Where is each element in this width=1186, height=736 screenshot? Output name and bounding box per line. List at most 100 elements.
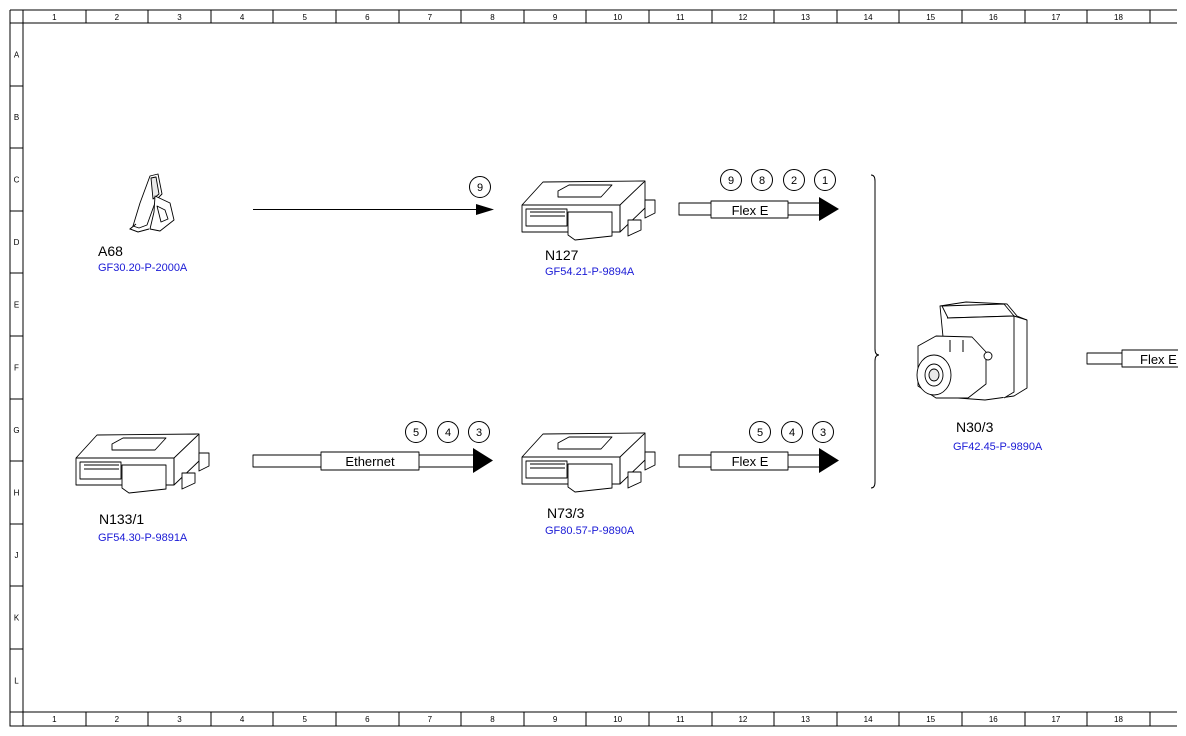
column-label: 16 — [989, 13, 998, 22]
row-label: E — [14, 301, 19, 310]
column-label: 5 — [302, 13, 307, 22]
component-name: A68 — [98, 243, 123, 259]
connection-n73-flexe-bus[interactable]: Flex E 5 4 3 — [678, 421, 839, 474]
component-reference-link[interactable]: GF54.21-P-9894A — [545, 266, 635, 278]
accelerator-pedal-icon — [129, 173, 175, 233]
svg-text:9: 9 — [477, 182, 483, 194]
column-label: 1 — [52, 13, 57, 22]
row-label: C — [14, 176, 20, 185]
row-tick-marks — [10, 22, 23, 713]
connection-n127-flexe-bus[interactable]: Flex E 9 8 2 1 — [678, 169, 839, 222]
column-label: 14 — [864, 13, 873, 22]
component-a68[interactable]: A68 GF30.20-P-2000A — [98, 173, 188, 274]
row-label: K — [14, 614, 20, 623]
column-label: 7 — [428, 13, 433, 22]
esp-control-unit-icon — [916, 301, 1028, 401]
column-label: 15 — [926, 13, 935, 22]
column-label: 3 — [177, 715, 182, 724]
connection-a68-to-n127[interactable]: 9 — [253, 176, 494, 216]
signal-badge: 3 — [468, 421, 490, 443]
column-label: 12 — [738, 715, 747, 724]
svg-text:1: 1 — [822, 175, 828, 187]
column-label: 17 — [1051, 715, 1060, 724]
column-label: 6 — [365, 13, 370, 22]
column-label: 17 — [1051, 13, 1060, 22]
bus-label: Flex E — [732, 203, 769, 218]
row-label: F — [14, 363, 19, 372]
svg-text:2: 2 — [791, 175, 797, 187]
signal-badge: 8 — [751, 169, 773, 191]
sheet-edge-mask — [1178, 0, 1186, 736]
connection-n30-flexe-bus[interactable]: Flex E — [1086, 349, 1183, 368]
component-n133-1[interactable]: N133/1 GF54.30-P-9891A — [75, 433, 210, 544]
column-label: 13 — [801, 715, 810, 724]
column-label: 15 — [926, 715, 935, 724]
column-label: 9 — [553, 13, 558, 22]
arrow-head-icon — [819, 197, 839, 221]
column-label: 5 — [302, 715, 307, 724]
column-label: 2 — [115, 715, 120, 724]
svg-text:3: 3 — [476, 427, 482, 439]
column-label: 16 — [989, 715, 998, 724]
component-name: N73/3 — [547, 505, 585, 521]
column-label: 14 — [864, 715, 873, 724]
column-label: 2 — [115, 13, 120, 22]
svg-text:5: 5 — [757, 427, 763, 439]
column-label: 3 — [177, 13, 182, 22]
column-label: 4 — [240, 13, 245, 22]
row-label: D — [14, 238, 20, 247]
row-label: L — [14, 676, 19, 685]
row-label: G — [13, 426, 19, 435]
component-n127[interactable]: N127 GF54.21-P-9894A — [521, 180, 656, 278]
row-label: J — [15, 551, 19, 560]
component-reference-link[interactable]: GF30.20-P-2000A — [98, 262, 188, 274]
signal-badge: 1 — [814, 169, 836, 191]
column-tick-marks — [22, 10, 1151, 726]
component-n30-3[interactable]: N30/3 GF42.45-P-9890A — [916, 301, 1043, 453]
svg-text:4: 4 — [445, 427, 451, 439]
signal-badge: 9 — [469, 176, 491, 198]
column-label: 4 — [240, 715, 245, 724]
svg-text:9: 9 — [728, 175, 734, 187]
component-reference-link[interactable]: GF42.45-P-9890A — [953, 441, 1043, 453]
signal-badge: 9 — [720, 169, 742, 191]
component-name: N127 — [545, 247, 579, 263]
column-label: 18 — [1114, 715, 1123, 724]
row-label: A — [14, 50, 20, 59]
signal-badge: 3 — [812, 421, 834, 443]
bus-label-box — [710, 200, 789, 219]
signal-badge: 4 — [437, 421, 459, 443]
row-label: H — [14, 489, 20, 498]
arrow-head-icon — [476, 204, 494, 215]
svg-text:3: 3 — [820, 427, 826, 439]
svg-text:8: 8 — [759, 175, 765, 187]
bus-label: Flex E — [732, 454, 769, 469]
column-label: 13 — [801, 13, 810, 22]
signal-badge: 2 — [783, 169, 805, 191]
column-label: 1 — [52, 715, 57, 724]
component-name: N30/3 — [956, 419, 994, 435]
column-label: 10 — [613, 715, 622, 724]
column-label: 7 — [428, 715, 433, 724]
column-label: 18 — [1114, 13, 1123, 22]
component-reference-link[interactable]: GF80.57-P-9890A — [545, 525, 635, 537]
control-unit-icon — [75, 433, 210, 494]
bus-label: Ethernet — [345, 454, 395, 469]
column-label: 6 — [365, 715, 370, 724]
svg-text:4: 4 — [789, 427, 795, 439]
bus-label-box — [320, 451, 420, 471]
signal-badge: 4 — [781, 421, 803, 443]
component-n73-3[interactable]: N73/3 GF80.57-P-9890A — [521, 432, 656, 537]
control-unit-icon — [521, 432, 656, 493]
connection-ethernet-bus[interactable]: Ethernet 5 4 3 — [252, 421, 493, 474]
signal-badge: 5 — [405, 421, 427, 443]
column-label: 8 — [490, 715, 495, 724]
input-group-brace — [870, 174, 880, 489]
bus-label: Flex E — [1140, 352, 1177, 367]
component-reference-link[interactable]: GF54.30-P-9891A — [98, 532, 188, 544]
arrow-head-icon — [473, 448, 493, 473]
